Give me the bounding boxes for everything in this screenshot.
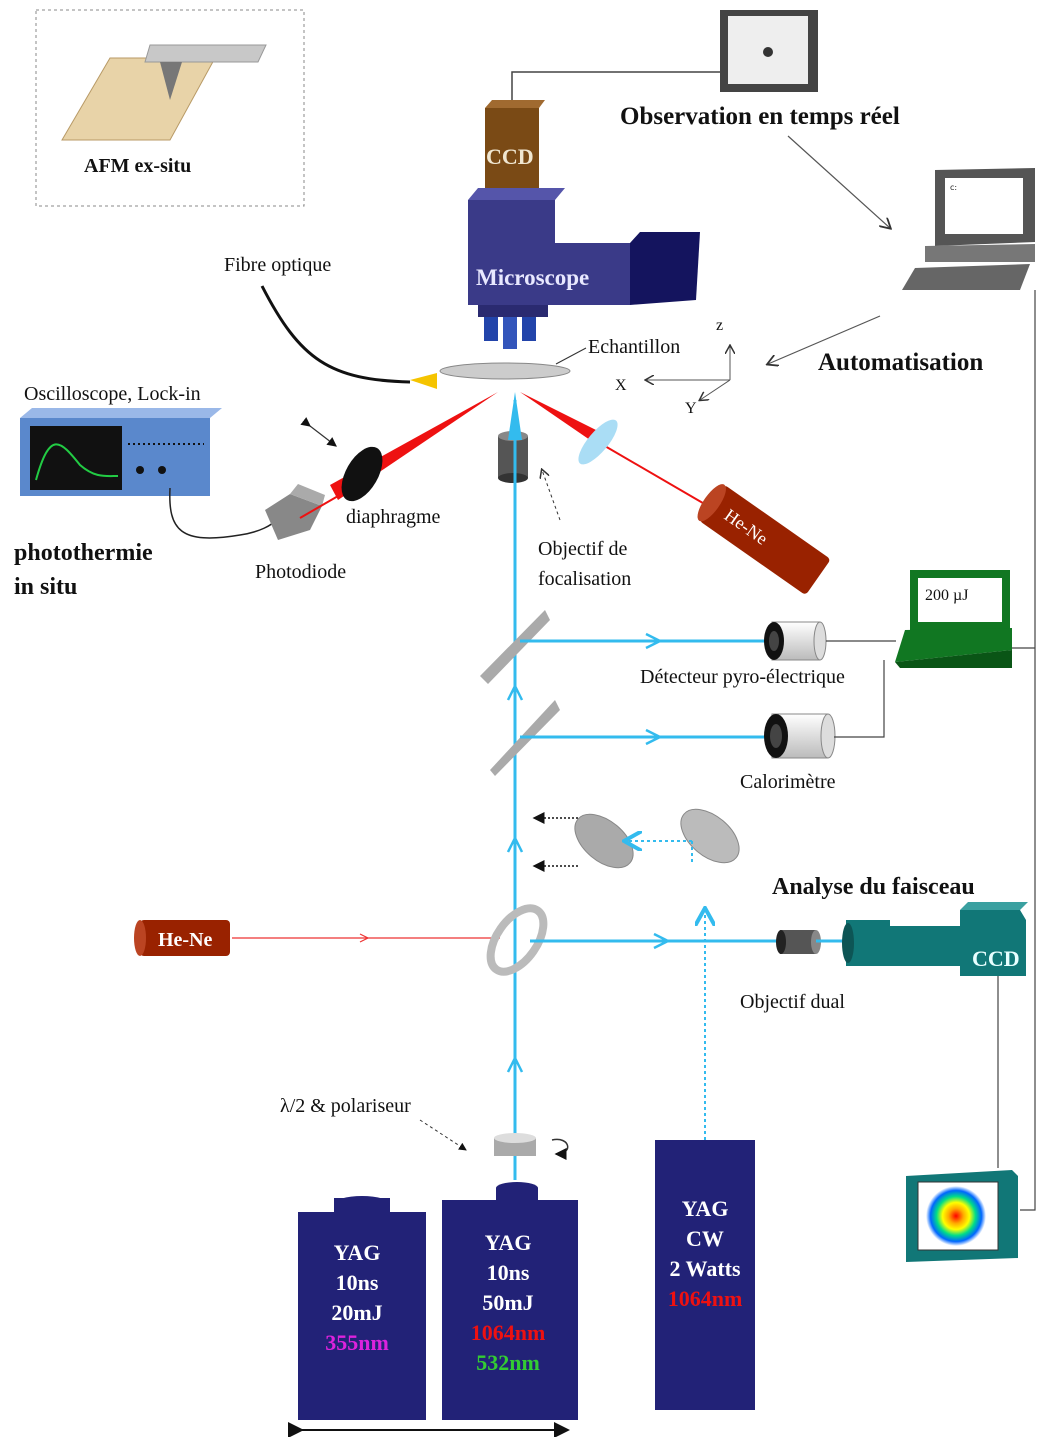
axis-x: X: [615, 377, 627, 394]
calorimeter-icon: [764, 713, 836, 759]
laser-1-wavelength-1: 355nm: [325, 1330, 389, 1355]
laser-1-line-2: 10ns: [336, 1270, 379, 1295]
oscilloscope-label: Oscilloscope, Lock-in: [24, 383, 201, 405]
dichroic-ring: [486, 904, 548, 976]
analysis-beam-arrow: [653, 932, 671, 950]
computer-cable: [1020, 290, 1036, 1211]
afm-frame: [35, 9, 305, 207]
flip-mirror-2: [680, 808, 740, 864]
afm-tip-icon: [144, 44, 267, 100]
laser-3-line-2: CW: [686, 1226, 724, 1251]
pyro-label: Détecteur pyro-électrique: [640, 666, 845, 688]
waveplate-polarizer-icon: [494, 1133, 569, 1160]
energy-meter-icon: 200 µJ: [895, 570, 1012, 668]
objective-focal-line2: focalisation: [538, 568, 631, 590]
laser-3-line-1: YAG: [682, 1196, 729, 1221]
svg-text:c:: c:: [950, 183, 957, 192]
objective-pointer: [542, 470, 561, 521]
focusing-lens-hene: [578, 419, 618, 465]
diaphragm-motion-arrow: [300, 417, 337, 447]
laser-2-line-1: YAG: [485, 1230, 532, 1255]
calorimeter-label: Calorimètre: [740, 771, 836, 793]
photodiode-cable: [169, 487, 277, 539]
axis-z: z: [716, 317, 723, 334]
hene-laser-top: He-Ne: [697, 484, 830, 594]
energy-reading: 200 µJ: [925, 587, 968, 604]
computer-icon: c:: [902, 168, 1035, 290]
microscope-label: Microscope: [476, 265, 589, 290]
focused-beam-cone: [508, 392, 522, 440]
fibre-optic-cable: [260, 285, 411, 384]
waveplate-label: λ/2 & polariseur: [280, 1095, 411, 1117]
pyro-detector-icon: [764, 621, 827, 661]
ccd-top-label: CCD: [486, 144, 534, 169]
objective-focal-line1: Objectif de: [538, 538, 628, 560]
laser-3-wavelength-1: 1064nm: [668, 1286, 743, 1311]
afm-label: AFM ex-situ: [84, 155, 191, 177]
diaphragm-label: diaphragme: [346, 506, 441, 528]
laser-2-wavelength-1: 1064nm: [471, 1320, 546, 1345]
yag-laser-2: [442, 1182, 578, 1420]
beam-arrow-2: [506, 835, 524, 853]
diaphragm-icon: [341, 446, 383, 502]
fibre-tip: [410, 373, 437, 389]
calorimeter-cable: [834, 660, 885, 738]
xyz-axes: z X Y: [615, 317, 730, 417]
dual-objective-icon: [776, 930, 821, 954]
beam-arrow-3: [506, 683, 524, 701]
photothermie-line1: photothermie: [14, 540, 153, 566]
fibre-label: Fibre optique: [224, 254, 331, 276]
laser-2-wavelength-2: 532nm: [476, 1350, 540, 1375]
observation-label: Observation en temps réel: [620, 103, 900, 130]
photodiode-label: Photodiode: [255, 561, 346, 583]
sample-pointer: [555, 347, 587, 365]
laser-2-line-2: 10ns: [487, 1260, 530, 1285]
monitor-icon: [720, 10, 818, 92]
photodiode-icon: [265, 484, 325, 540]
microscope-icon: Microscope: [468, 188, 700, 349]
beam-profile-heatmap: [926, 1186, 986, 1246]
automation-arrow: [768, 315, 881, 364]
hene-beam-top: [597, 441, 709, 507]
sample-label: Echantillon: [588, 336, 680, 358]
photothermie-line2: in situ: [14, 574, 77, 600]
ccd-camera-top: CCD: [485, 100, 545, 188]
yag-laser-1: [298, 1196, 426, 1420]
beam-ccd-camera: CCD: [842, 902, 1028, 976]
laser-3-line-3: 2 Watts: [669, 1256, 741, 1281]
afm-panel: AFM ex-situ: [35, 9, 305, 207]
afm-sample-plate: [61, 57, 216, 141]
beam-splitter-top: [480, 610, 550, 684]
rotation-arrow-icon: [551, 1138, 569, 1160]
sample-plate: [439, 362, 571, 380]
incident-red-beam: [520, 392, 596, 440]
beam-analysis-label: Analyse du faisceau: [772, 874, 975, 900]
automation-label: Automatisation: [818, 349, 983, 376]
oscilloscope-icon: [20, 408, 222, 496]
dual-objective-label: Objectif dual: [740, 991, 845, 1013]
laser-1-line-1: YAG: [334, 1240, 381, 1265]
axis-y: Y: [685, 400, 697, 417]
hene-laser-left: He-Ne: [134, 920, 230, 956]
ccd-monitor-cable: [511, 71, 720, 110]
beam-profile-display: [906, 1170, 1018, 1262]
laser-1-line-3: 20mJ: [331, 1300, 382, 1325]
yag-laser-3: [655, 1140, 755, 1410]
calorimeter-beam-arrow: [645, 728, 663, 746]
hene-beam-arrow: [359, 933, 370, 943]
beam-ccd-label: CCD: [972, 946, 1020, 971]
flip-mirror-1: [574, 813, 634, 869]
red-beam-to-photodiode: [299, 491, 346, 519]
waveplate-pointer: [419, 1119, 467, 1151]
observation-arrow: [787, 135, 890, 228]
laser-2-line-3: 50mJ: [482, 1290, 533, 1315]
hene-left-label: He-Ne: [158, 929, 213, 951]
laser-labels: YAG 10ns 20mJ 355nm YAG 10ns 50mJ 1064nm 532nm YA…: [325, 1196, 742, 1375]
beam-arrow-1: [506, 1055, 524, 1073]
pyro-beam-arrow: [645, 632, 663, 650]
